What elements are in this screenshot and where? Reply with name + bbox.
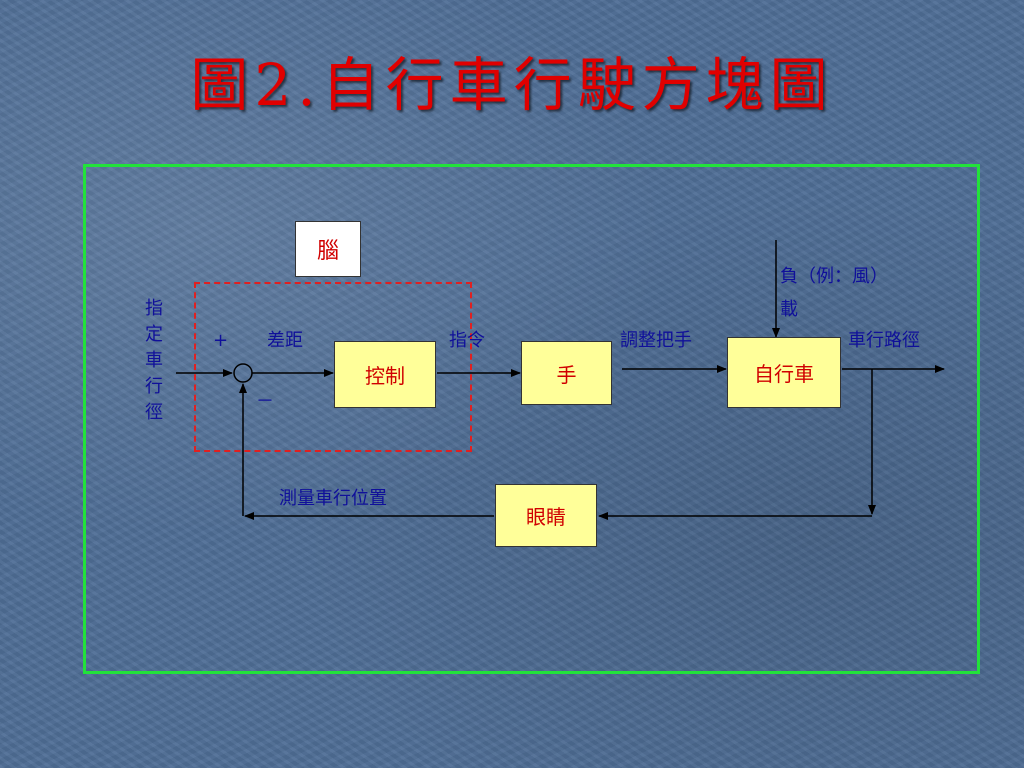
brain-boundary xyxy=(194,282,472,452)
load-label-line1: 負（例：風） xyxy=(780,266,888,287)
bicycle-block: 自行車 xyxy=(727,337,841,408)
adjust-label: 調整把手 xyxy=(620,330,692,351)
input-label-char: 徑 xyxy=(145,402,163,423)
error-label: 差距 xyxy=(267,330,303,351)
diagram-frame xyxy=(83,164,980,674)
feedback-label: 測量車行位置 xyxy=(279,488,387,509)
plus-sign: + xyxy=(213,330,229,351)
input-label-char: 指 xyxy=(145,298,163,319)
input-label: 指 定 車 行 徑 xyxy=(142,296,166,426)
eyes-block: 眼睛 xyxy=(495,484,597,547)
command-label: 指令 xyxy=(449,330,485,351)
summing-junction xyxy=(233,363,253,383)
controller-block: 控制 xyxy=(334,341,436,408)
input-label-char: 行 xyxy=(145,376,163,397)
load-label-line2: 載 xyxy=(780,299,798,320)
hand-block: 手 xyxy=(521,341,612,405)
slide-title: 圖2.自行車行駛方塊圖 xyxy=(190,51,834,119)
minus-sign: － xyxy=(256,391,274,412)
output-label: 車行路徑 xyxy=(848,330,920,351)
brain-label: 腦 xyxy=(295,221,361,277)
input-label-char: 定 xyxy=(145,324,163,345)
input-label-char: 車 xyxy=(145,350,163,371)
